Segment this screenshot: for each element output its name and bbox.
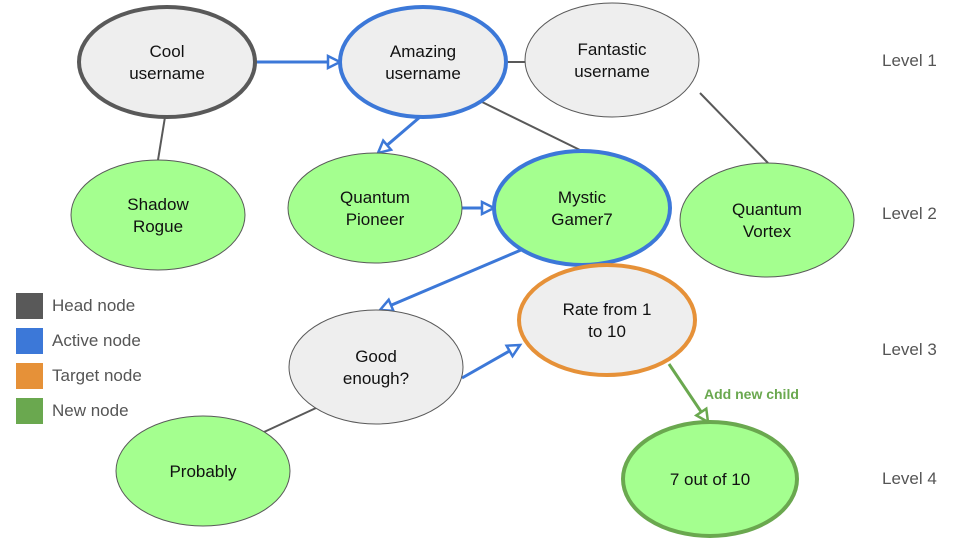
node-cool[interactable]: Cool username: [77, 5, 257, 119]
arrowhead-icon: [480, 199, 497, 217]
node-rate[interactable]: Rate from 1 to 10: [517, 263, 697, 377]
legend-label: Head node: [52, 295, 136, 315]
node-label: to 10: [588, 322, 626, 341]
node-label: username: [385, 64, 461, 83]
node-shape[interactable]: [115, 415, 291, 527]
edge-line: [390, 248, 522, 307]
edge-rate-to-seven: Add new child: [667, 363, 799, 425]
node-label: username: [129, 64, 205, 83]
node-label: Amazing: [390, 42, 456, 61]
node-shape[interactable]: [621, 420, 799, 538]
edge-line: [157, 116, 166, 161]
level-label-2: Level 2: [882, 204, 937, 223]
node-shape[interactable]: [338, 5, 508, 119]
legend-item-new: New node: [16, 393, 142, 428]
edge-cool-to-shadow: [157, 116, 166, 161]
edge-good-to-probably: [263, 407, 317, 433]
edge-line: [461, 349, 511, 380]
arrowhead-icon: [326, 53, 343, 71]
node-amazing[interactable]: Amazing username: [338, 5, 508, 119]
edge-label: Add new child: [704, 386, 799, 402]
legend-label: Target node: [52, 365, 142, 385]
node-label: Fantastic: [578, 40, 647, 59]
level-label-3: Level 3: [882, 340, 937, 359]
node-shape[interactable]: [288, 309, 464, 425]
node-shape[interactable]: [287, 152, 463, 264]
legend: Head node Active node Target node New no…: [16, 288, 142, 428]
node-label: username: [574, 62, 650, 81]
node-label: Shadow: [127, 195, 189, 214]
edge-amazing-to-pioneer: [375, 115, 421, 155]
node-shape[interactable]: [492, 149, 672, 267]
node-label: Pioneer: [346, 210, 405, 229]
edge-line: [699, 92, 769, 164]
arrowhead-icon: [693, 406, 710, 425]
legend-swatch-head: [16, 292, 43, 319]
arrowhead-icon: [377, 297, 396, 313]
edge-line: [477, 99, 583, 152]
legend-item-target: Target node: [16, 358, 142, 393]
arrowhead-icon: [375, 138, 394, 155]
legend-swatch-new: [16, 397, 43, 424]
legend-label: New node: [52, 400, 129, 420]
edge-amazing-to-mystic: [477, 99, 583, 152]
edge-line: [386, 115, 421, 147]
node-label: Probably: [169, 462, 237, 481]
edge-good-to-rate: [461, 343, 523, 380]
node-label: Gamer7: [551, 210, 612, 229]
node-label: Vortex: [743, 222, 792, 241]
legend-swatch-target: [16, 362, 43, 389]
node-shape[interactable]: [77, 5, 257, 119]
legend-swatch-active: [16, 327, 43, 354]
node-label: Quantum: [732, 200, 802, 219]
node-shape[interactable]: [524, 2, 700, 118]
node-label: 7 out of 10: [670, 470, 750, 489]
node-shape[interactable]: [517, 263, 697, 377]
node-fantastic[interactable]: Fantastic username: [524, 2, 700, 118]
edge-cool-to-amazing: [255, 53, 343, 71]
node-label: enough?: [343, 369, 409, 388]
edge-pioneer-to-mystic: [462, 199, 497, 217]
node-label: Mystic: [558, 188, 607, 207]
node-label: Quantum: [340, 188, 410, 207]
node-label: Cool: [150, 42, 185, 61]
edge-line: [263, 407, 317, 433]
node-probably[interactable]: Probably: [115, 415, 291, 527]
legend-label: Active node: [52, 330, 141, 350]
node-shape[interactable]: [70, 159, 246, 271]
edge-fantastic-to-vortex: [699, 92, 769, 164]
node-label: Rate from 1: [563, 300, 652, 319]
node-label: Good: [355, 347, 397, 366]
legend-item-active: Active node: [16, 323, 142, 358]
legend-item-head: Head node: [16, 288, 142, 323]
node-seven[interactable]: 7 out of 10: [621, 420, 799, 538]
node-label: Rogue: [133, 217, 183, 236]
level-label-4: Level 4: [882, 469, 937, 488]
edge-line: [667, 363, 703, 413]
node-good[interactable]: Good enough?: [288, 309, 464, 425]
arrowhead-icon: [504, 343, 523, 359]
level-label-1: Level 1: [882, 51, 937, 70]
node-shape[interactable]: [679, 162, 855, 278]
